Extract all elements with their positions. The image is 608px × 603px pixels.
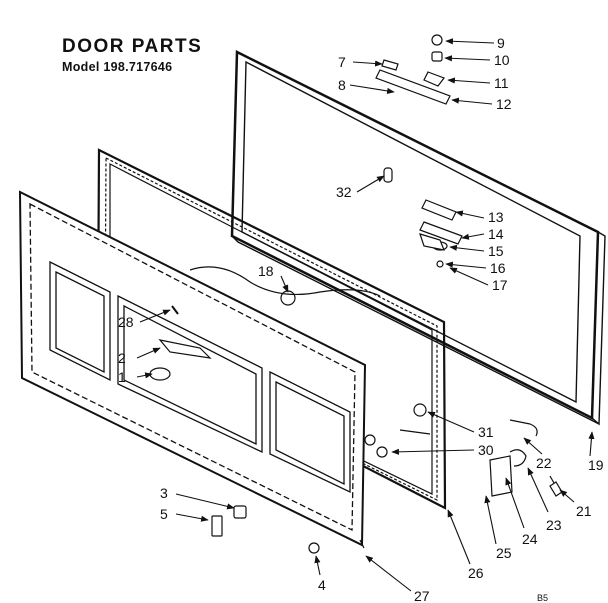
callout-25: 25 <box>496 545 512 561</box>
callout-11: 11 <box>494 75 509 91</box>
callout-7: 7 <box>338 54 346 70</box>
outer-door-frame <box>230 50 606 426</box>
callout-5: 5 <box>160 506 168 522</box>
callout-21: 21 <box>576 503 592 519</box>
callout-13: 13 <box>488 209 504 225</box>
callout-28: 28 <box>118 314 134 330</box>
figure-code: B5 <box>537 593 549 603</box>
callout-17: 17 <box>492 277 508 293</box>
leader-lines <box>136 38 595 592</box>
model-number: Model 198.717646 <box>62 60 173 74</box>
callout-12: 12 <box>496 96 512 112</box>
callout-24: 24 <box>522 531 538 547</box>
callout-32: 32 <box>336 184 352 200</box>
callout-4: 4 <box>318 577 326 593</box>
callout-15: 15 <box>488 243 504 259</box>
callout-16: 16 <box>490 260 506 276</box>
callout-30: 30 <box>478 442 494 458</box>
callout-23: 23 <box>546 517 562 533</box>
callout-18: 18 <box>258 263 274 279</box>
callout-26: 26 <box>468 565 484 581</box>
callout-3: 3 <box>160 485 168 501</box>
callout-2: 2 <box>118 350 126 366</box>
callout-8: 8 <box>338 77 346 93</box>
callout-9: 9 <box>497 35 505 51</box>
callout-27: 27 <box>414 588 430 603</box>
callout-10: 10 <box>494 52 510 68</box>
callout-1: 1 <box>118 369 126 385</box>
diagram-title: DOOR PARTS <box>62 36 203 57</box>
callout-31: 31 <box>478 424 494 440</box>
callout-14: 14 <box>488 226 504 242</box>
callout-19: 19 <box>588 457 604 473</box>
callout-22: 22 <box>536 455 552 471</box>
small-parts <box>149 34 563 554</box>
